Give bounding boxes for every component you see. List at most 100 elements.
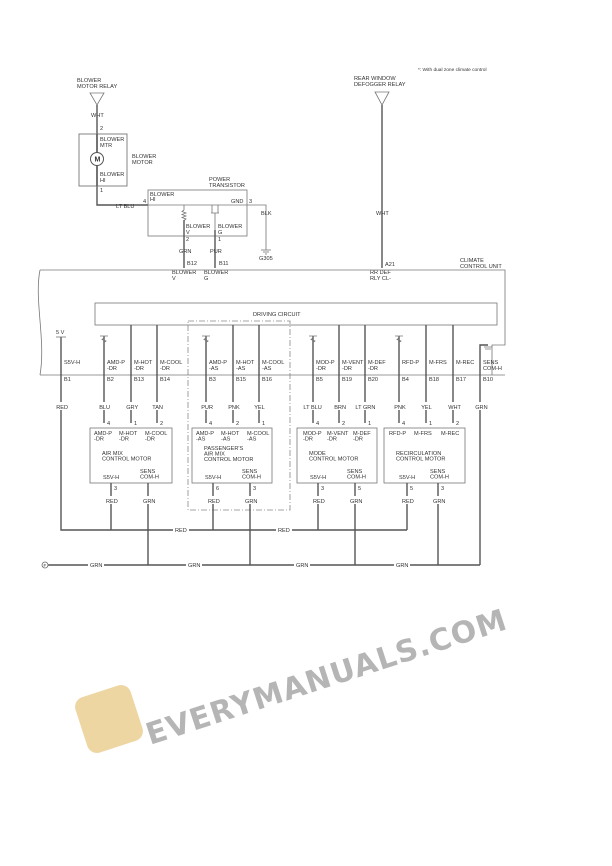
- ccu-term: M-HOT: [134, 360, 153, 366]
- connector: B11: [219, 261, 229, 267]
- wire-color: PUR: [210, 249, 222, 255]
- wire-color: GRN: [179, 249, 191, 255]
- pin: 5: [410, 486, 413, 492]
- wire-color: RED: [402, 499, 414, 505]
- defogger-relay-label: REAR WINDOW: [354, 76, 396, 82]
- connector: B19: [342, 377, 352, 383]
- ccu-term: M-COOL: [262, 360, 284, 366]
- pt-term: HI: [150, 197, 156, 203]
- motor-term: M-HOT: [119, 431, 138, 437]
- connector: B20: [368, 377, 378, 383]
- motor-name: CONTROL MOTOR: [102, 457, 151, 463]
- ccu-term: RFD-P: [402, 360, 419, 366]
- motor-term: -DR: [119, 437, 129, 443]
- pin: 1: [218, 237, 221, 243]
- wire-color: GRN: [245, 499, 257, 505]
- pin: 2: [342, 421, 345, 427]
- ccu-term: COM-H: [483, 366, 502, 372]
- watermark-text: EVERYMANUALS.COM: [142, 603, 512, 753]
- wire-color: YEL: [254, 405, 265, 411]
- motor-term: COM-H: [140, 475, 159, 481]
- motor-name: CONTROL MOTOR: [204, 457, 253, 463]
- pin: 2: [186, 237, 189, 243]
- wire-color: LT BLU: [303, 405, 321, 411]
- motor-term: COM-H: [430, 475, 449, 481]
- motor-term: MOD-P: [303, 431, 322, 437]
- wire-color: BLU: [99, 405, 110, 411]
- pt-term: V: [186, 230, 190, 236]
- connector: B17: [456, 377, 466, 383]
- motor-term: M-DEF: [353, 431, 371, 437]
- ccu-term: -DR: [134, 366, 144, 372]
- motor-term: SENS: [242, 469, 258, 475]
- connector: B14: [160, 377, 170, 383]
- ccu-term: M-HOT: [236, 360, 255, 366]
- motor-name: RECIRCULATION: [396, 451, 441, 457]
- blower-relay-label: MOTOR RELAY: [77, 84, 117, 90]
- ccu-term: -DR: [342, 366, 352, 372]
- motor-term: RFD-P: [389, 431, 406, 437]
- pt-term: BLOWER: [218, 224, 242, 230]
- connector: A21: [385, 262, 395, 268]
- ccu-term: G: [204, 276, 208, 282]
- defogger-relay-label: DEFOGGER RELAY: [354, 82, 406, 88]
- pin: 3: [321, 486, 324, 492]
- pin: 4: [316, 421, 319, 427]
- wire-color: GRN: [350, 499, 362, 505]
- connector: B15: [236, 377, 246, 383]
- sensor-icon: [309, 335, 317, 343]
- motor-term: S5V-H: [103, 475, 119, 481]
- motor-icon: [90, 152, 104, 166]
- ccu-term: RLY CL-: [370, 276, 391, 282]
- pt-term: GND: [231, 199, 243, 205]
- bus-wire-color: RED: [175, 528, 187, 534]
- wire-color: RED: [313, 499, 325, 505]
- bus-wire-color: RED: [278, 528, 290, 534]
- blower-motor-term: BLOWER: [100, 172, 124, 178]
- ccu-term: -AS: [209, 366, 219, 372]
- transistor-icon: [211, 205, 219, 268]
- sensor-icon: [395, 335, 403, 343]
- driving-circuit-box: [94, 302, 498, 326]
- motor-term: S5V-H: [310, 475, 326, 481]
- motor-term: -DR: [303, 437, 313, 443]
- bus-wire-color: GRN: [90, 563, 102, 569]
- ccu-term: M-REC: [456, 360, 474, 366]
- ccu-term: M-DEF: [368, 360, 386, 366]
- motor-name: AIR MIX: [102, 451, 123, 457]
- pin: 1: [262, 421, 265, 427]
- connector: B12: [187, 261, 197, 267]
- motor-term: -AS: [247, 437, 257, 443]
- wire-color: BLK: [261, 211, 272, 217]
- motor-name: CONTROL MOTOR: [309, 457, 358, 463]
- ccu-box: [37, 269, 506, 376]
- ccu-term: M-FRS: [429, 360, 447, 366]
- motor-term: -AS: [196, 437, 206, 443]
- pin: 1: [100, 188, 103, 194]
- ccu-term: V: [172, 276, 176, 282]
- 5v-label: 5 V: [56, 330, 65, 336]
- pin: 4: [107, 421, 110, 427]
- relay-connector-icon: [374, 91, 390, 106]
- connector: B4: [402, 377, 409, 383]
- motor-term: M-COOL: [247, 431, 269, 437]
- motor-term: COM-H: [242, 475, 261, 481]
- pin: 3: [441, 486, 444, 492]
- pt-term: BLOWER: [150, 192, 174, 198]
- blower-motor-label: MOTOR: [132, 160, 153, 166]
- ground-icon: [484, 346, 492, 350]
- pin: 6: [216, 486, 219, 492]
- motor-term: S5V-H: [205, 475, 221, 481]
- ccu-term: AMD-P: [209, 360, 227, 366]
- motor-term: SENS: [347, 469, 363, 475]
- pin: 1: [368, 421, 371, 427]
- wire-color: WHT: [448, 405, 461, 411]
- wire-color: YEL: [421, 405, 432, 411]
- ccu-label: CONTROL UNIT: [460, 264, 502, 270]
- pin: 4: [402, 421, 405, 427]
- relay-connector-icon: [89, 92, 105, 106]
- wire-color: RED: [56, 405, 68, 411]
